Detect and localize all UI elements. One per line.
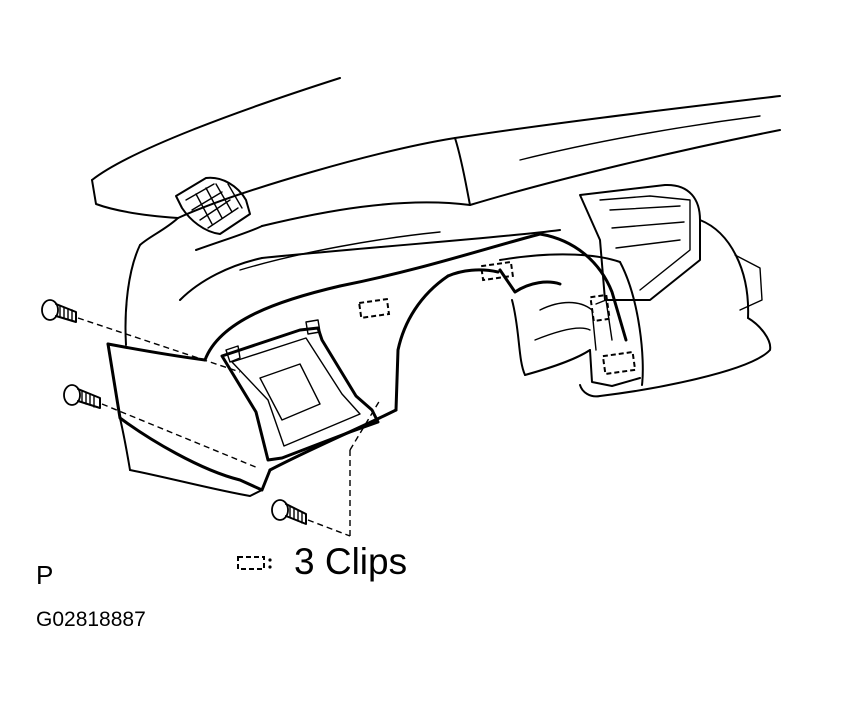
- clip-icon: [358, 297, 391, 320]
- clip-icon: [601, 350, 637, 376]
- clip-icon: [589, 293, 611, 323]
- center-console-area: [499, 183, 772, 398]
- air-vent-icon: [175, 176, 251, 235]
- screw-icon: [63, 384, 101, 409]
- lower-finish-panel: [106, 232, 628, 497]
- clip-icon: [480, 260, 514, 282]
- clip-legend-icon: [237, 556, 272, 570]
- figure-code: G02818887: [36, 608, 146, 631]
- clip-markers: [358, 260, 637, 376]
- installation-guide-lines: [77, 317, 381, 537]
- instrument-panel-body: [91, 77, 781, 346]
- screw-icon: [41, 299, 77, 323]
- view-letter: P: [36, 560, 54, 590]
- screw-icon: [271, 499, 307, 525]
- clip-legend-label: 3 Clips: [294, 541, 408, 582]
